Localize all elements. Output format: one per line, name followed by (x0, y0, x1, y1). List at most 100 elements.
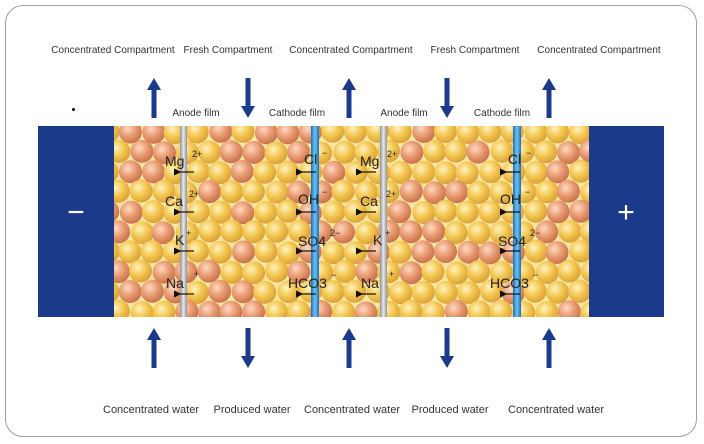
top-label-concentrated-3: Concentrated Compartment (537, 45, 661, 56)
resin-bead-yellow (489, 299, 513, 317)
resin-bead-yellow (569, 159, 589, 183)
resin-bead-orange (152, 260, 176, 284)
resin-bead-yellow (332, 300, 355, 317)
resin-bead-yellow (114, 140, 131, 163)
resin-bead-orange (242, 300, 266, 317)
resin-bead-yellow (423, 140, 447, 163)
resin-bead-orange (287, 260, 311, 284)
negative-electrode (38, 126, 114, 317)
resin-bead-yellow (558, 219, 582, 243)
resin-bead-yellow (209, 200, 233, 224)
anion-hco3-1: HCO3 (288, 275, 327, 291)
cation-na-2: Na (361, 275, 379, 291)
resin-bead-yellow (489, 221, 513, 244)
cation-ca-2: Ca (360, 193, 378, 209)
cation-ca-charge-2: 2+ (386, 189, 396, 199)
resin-bead-yellow (185, 126, 209, 144)
resin-bead-yellow (333, 140, 357, 164)
resin-bead-orange (445, 180, 469, 204)
resin-beads (114, 126, 589, 317)
resin-bead-yellow (114, 241, 120, 262)
resin-bead-yellow (434, 199, 458, 223)
anode-film-2 (380, 126, 387, 317)
outflow-arrow-down-2 (241, 328, 255, 368)
resin-bead-yellow (198, 219, 222, 243)
resin-bead-yellow (253, 160, 277, 184)
film-label-anode-2: Anode film (380, 108, 428, 119)
resin-bead-yellow (523, 279, 547, 303)
positive-electrode (589, 126, 664, 317)
anion-hco3-2: HCO3 (490, 275, 529, 291)
resin-bead-yellow (242, 261, 266, 285)
resin-bead-orange (478, 241, 502, 265)
resin-bead-orange (466, 140, 490, 164)
resin-bead-orange (400, 140, 424, 164)
negative-sign: − (67, 196, 85, 229)
resin-bead-yellow (388, 126, 412, 144)
resin-bead-yellow (457, 281, 481, 304)
inflow-arrow-up-5 (542, 328, 556, 368)
resin-bead-yellow (490, 139, 514, 163)
resin-bead-yellow (152, 179, 176, 203)
resin-bead-orange (151, 221, 175, 245)
outflow-arrow-down-4 (440, 328, 454, 368)
top-label-fresh-2: Fresh Compartment (430, 45, 520, 56)
resin-bead-orange (231, 201, 255, 225)
resin-bead-orange (114, 220, 131, 244)
inflow-arrow-down-2 (241, 78, 255, 118)
cation-mg-1: Mg (165, 153, 184, 169)
inflow-arrow-up-1 (147, 328, 161, 368)
resin-bead-orange (197, 259, 221, 283)
resin-bead-yellow (434, 161, 458, 185)
cation-k-1: K (175, 232, 185, 248)
resin-bead-orange (153, 141, 176, 165)
resin-bead-yellow (535, 180, 559, 204)
resin-bead-yellow (253, 280, 277, 304)
resin-bead-yellow (444, 139, 468, 163)
resin-bead-yellow (581, 260, 589, 283)
resin-bead-yellow (129, 179, 153, 203)
resin-bead-orange (130, 139, 154, 163)
anion-cl-charge-1: − (322, 148, 327, 158)
resin-bead-yellow (557, 259, 581, 283)
resin-bead-yellow (467, 181, 490, 204)
resin-bead-yellow (568, 279, 589, 303)
resin-bead-yellow (355, 221, 379, 245)
resin-bead-yellow (130, 301, 154, 317)
top-label-fresh-1: Fresh Compartment (183, 45, 273, 56)
inflow-arrow-down-4 (440, 78, 454, 118)
resin-bead-yellow (411, 280, 435, 304)
anion-so4-1: SO4 (298, 233, 326, 249)
resin-bead-orange (354, 301, 378, 317)
resin-bead-yellow (546, 126, 570, 144)
resin-bead-orange (114, 201, 120, 222)
anion-hco3-charge-1: − (331, 270, 336, 280)
resin-bead-yellow (478, 126, 502, 143)
resin-bead-yellow (220, 260, 244, 284)
resin-bead-yellow (444, 221, 468, 245)
resin-bead-yellow (130, 221, 154, 245)
resin-bead-orange (399, 179, 423, 203)
resin-bead-yellow (568, 126, 589, 145)
cation-mg-charge-1: 2+ (192, 149, 202, 159)
resin-bead-yellow (321, 241, 345, 265)
resin-bead-yellow (434, 280, 458, 304)
bottom-label-concentrated-3: Concentrated water (508, 404, 604, 416)
top-label-concentrated-1: Concentrated Compartment (51, 45, 175, 56)
anion-hco3-charge-2: − (533, 270, 538, 280)
film-label-anode-1: Anode film (172, 108, 220, 119)
cation-k-2: K (373, 232, 383, 248)
resin-bead-orange (219, 300, 243, 317)
anion-cl-1: Cl (304, 151, 317, 167)
ion-migration-arrows (174, 168, 520, 298)
resin-bead-yellow (478, 200, 502, 224)
positive-sign: + (617, 196, 635, 229)
bottom-label-produced-1: Produced water (213, 404, 291, 416)
resin-bead-yellow (524, 199, 547, 223)
resin-bead-yellow (421, 260, 445, 284)
resin-bead-orange (457, 240, 481, 264)
outflow-arrow-up-1 (147, 78, 161, 118)
resin-bead-yellow (265, 219, 289, 243)
resin-bead-orange (118, 280, 142, 303)
